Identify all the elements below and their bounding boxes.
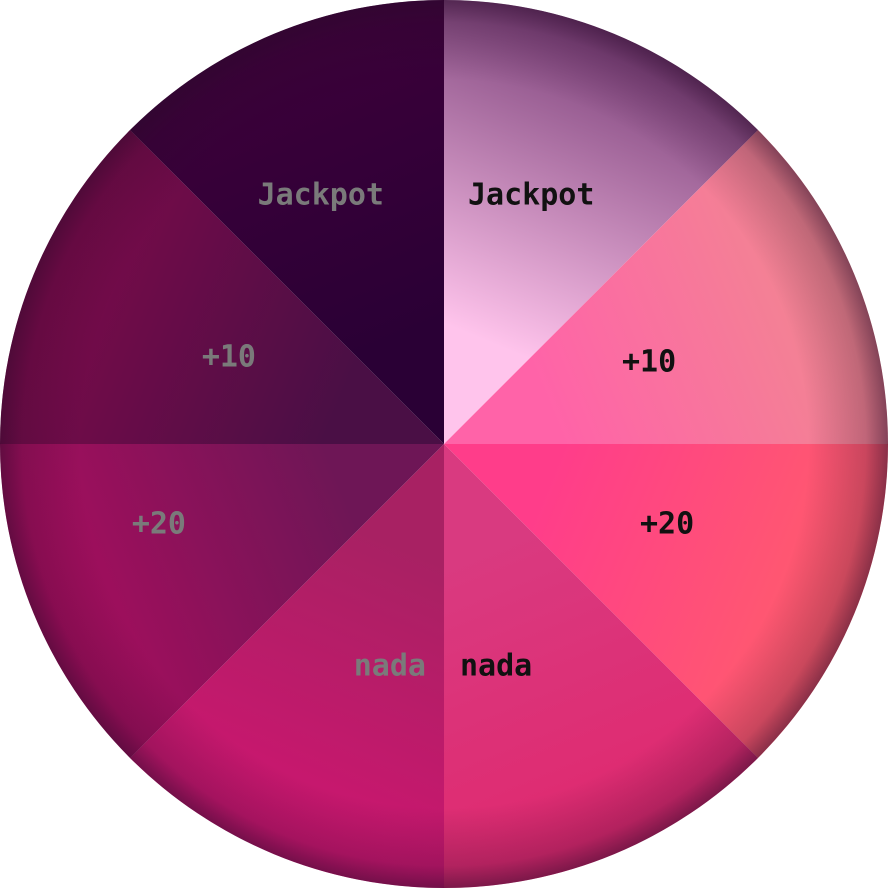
wheel-segment-label: nada (354, 649, 426, 684)
wheel-segment-label: nada (460, 649, 532, 684)
wheel-segment-label: +10 (202, 340, 256, 375)
wheel-segment-label: +10 (622, 345, 676, 380)
wheel-segment-label: Jackpot (258, 178, 384, 213)
wheel-segment-label: +20 (640, 507, 694, 542)
wheel-segment-label: Jackpot (468, 178, 594, 213)
wheel-segment-label: +20 (132, 507, 186, 542)
